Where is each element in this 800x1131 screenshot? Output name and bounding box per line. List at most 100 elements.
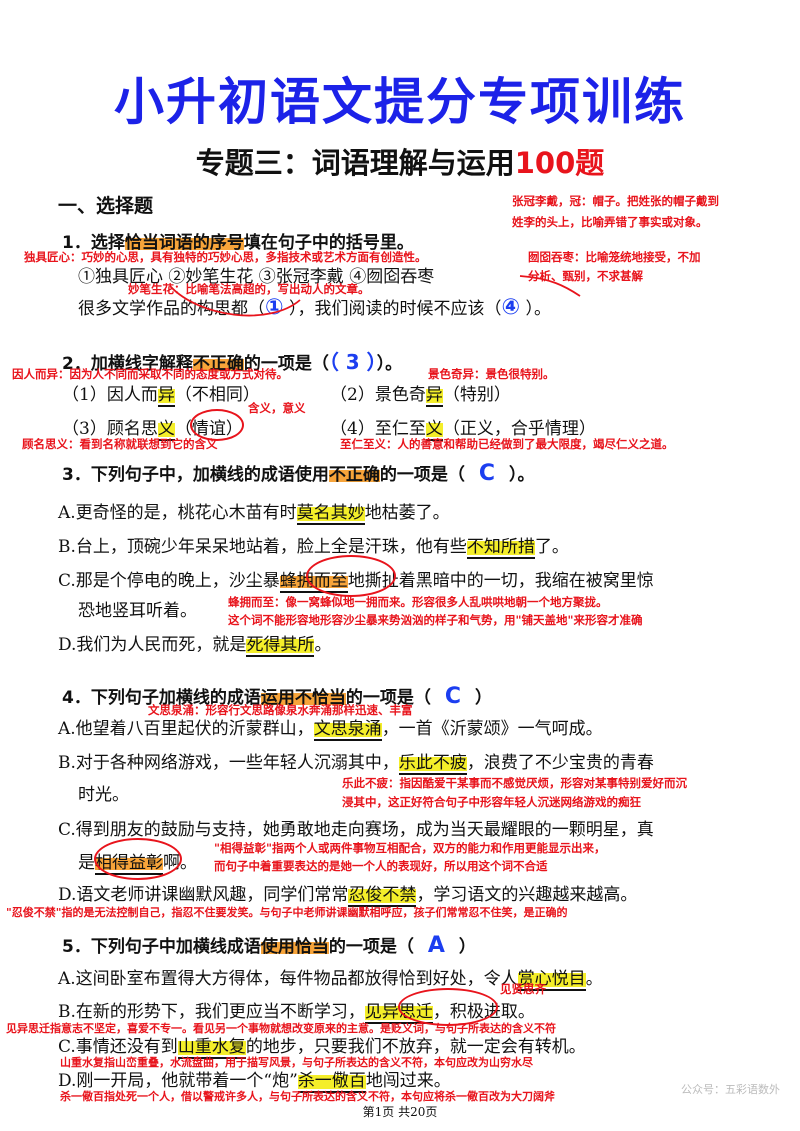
q5-post: 的一项是（ [328,937,414,957]
q3-pre: 3．下列句子中，加横线的成语使用 [62,465,329,485]
q4-highlight: 运用不恰当 [260,688,346,708]
note-zgld-2: 姓李的头上，比喻弄错了事实或对象。 [512,215,708,229]
q1-sentence-pre: 很多文学作品的构思都（ [78,299,265,319]
q2-circle-mark [190,409,244,441]
q4-stem: 4．下列句子加横线的成语运用不恰当的一项是（C） [62,683,492,709]
subtitle-num: 100题 [514,146,605,180]
q4-d-idiom: 忍俊不禁 [348,885,417,907]
q5-a-idiom: 赏心悦目 [517,969,586,991]
q3-b-pre: B.台上，顶碗少年呆呆地站着，脸上全是汗珠，他有些 [58,537,467,557]
note-jysq: 见异思迁指意志不坚定，喜爱不专一。看见另一个事物就想改变原来的主意。是贬义词，与… [6,1022,556,1035]
q1-highlight: 恰当词语的序号 [124,233,244,253]
q5-a-post: 。 [585,969,603,989]
section-heading: 一、选择题 [58,195,154,217]
q2-end: ）。 [376,354,403,374]
q2-answer: （ 3 ） [328,350,377,374]
q4-d-pre: D.语文老师讲课幽默风趣，同学们常常 [58,885,349,905]
note-zgld: 张冠李戴，冠：帽子。把姓张的帽子戴到 [512,194,719,208]
q3-option-a: A.更奇怪的是，桃花心木苗有时莫名其妙地枯萎了。 [58,498,450,525]
q4-option-b: B.对于各种网络游戏，一些年轻人沉溺其中，乐此不疲，浪费了不少宝贵的青春 [58,748,654,775]
q2-opt1-pre: （1）因人而 [62,385,158,405]
q5-c-idiom: 山重水复 [177,1037,246,1059]
q4-end: ） [474,688,492,708]
q3-a-pre: A.更奇怪的是，桃花心木苗有时 [58,503,297,523]
note-yrey: 因人而异：因为人不同而采取不同的态度或方式对待。 [12,367,288,381]
page-footer: 第1页 共20页 [362,1105,438,1119]
note-jsqy: 景色奇异：景色很特别。 [428,367,555,381]
note-hanyi: 含义，意义 [248,401,306,415]
q3-d-idiom: 死得其所 [246,635,315,657]
note-hltz: 囫囵吞枣：比喻笼统地接受，不加 [528,250,701,264]
q2-opt1-char: 异 [157,385,175,407]
q4-a-post: ，一首《沂蒙颂》一气呵成。 [381,719,603,739]
page-subtitle: 专题三：词语理解与运用100题 [0,140,800,182]
q3-option-c-line2: 恐地竖耳听着。 [78,601,197,621]
q2-opt4-char: 义 [425,419,443,441]
note-djjx: 独具匠心：巧妙的心思，具有独特的巧妙心思，多指技术或艺术方面有创造性。 [24,250,427,264]
q5-c-post: 的地步，只要我们不放弃，就一定会有转机。 [245,1037,586,1057]
q5-stem: 5．下列句子中加横线成语使用恰当的一项是（ A ） [62,932,476,958]
note-fyez: 蜂拥而至：像一窝蜂似地一拥而来。形容很多人乱哄哄地朝一个地方聚拢。 [228,595,608,609]
q1-sentence: 很多文学作品的构思都（①），我们阅读的时候不应该（④）。 [78,294,551,320]
q2-stem: 2．加横线字解释不正确的一项是（（ 3 ））。 [62,346,402,375]
q2-opt2-char: 异 [425,385,443,407]
q3-stem: 3．下列句子中，加横线的成语使用不正确的一项是（C）。 [62,460,534,486]
q3-c-post: 地撕扯着黑暗中的一切，我缩在被窝里惊 [347,571,654,591]
q5-d-pre: D.刚一开局，他就带着一个“炮” [58,1071,298,1091]
q4-pre: 4．下列句子加横线的成语 [62,688,261,708]
subtitle-main: 专题三：词语理解与运用 [195,146,515,180]
q3-c-pre: C.那是个停电的晚上，沙尘暴 [58,571,280,591]
q2-opt2-pre: （2）景色奇 [330,385,426,405]
q5-option-c: C.事情还没有到山重水复的地步，只要我们不放弃，就一定会有转机。 [58,1032,586,1059]
note-lcbp: 乐此不疲：指因酷爱干某事而不感觉厌烦，形容对某事特别爱好而沉 [342,776,687,790]
q1-arrows [169,275,581,317]
note-xdyz-2: 而句子中着重要表达的是她一个人的表现好，所以用这个词不合适 [214,859,548,873]
q4-b-post: ，浪费了不少宝贵的青春 [466,753,654,773]
q1-stem: 1．选择恰当词语的序号填在句子中的括号里。 [62,228,414,253]
q3-d-pre: D.我们为人民而死，就是 [58,635,247,655]
q5-a-pre: A.这间卧室布置得大方得体，每件物品都放得恰到好处，令人 [58,969,518,989]
q4-b-pre: B.对于各种网络游戏，一些年轻人沉溺其中， [58,753,399,773]
q2-opt1-post: （不相同） [174,385,260,405]
q1-post: 填在句子中的括号里。 [243,233,414,253]
note-zrzy: 至仁至义：人的善意和帮助已经做到了最大限度，竭尽仁义之道。 [340,437,674,451]
note-mbsh: 妙笔生花：比喻笔法高超的，写出动人的文章。 [128,282,370,296]
q3-a-post: 地枯萎了。 [364,503,450,523]
q5-b-pre: B.在新的形势下，我们更应当不断学习， [58,1002,365,1022]
q4-d-post: ，学习语文的兴趣越来越高。 [416,885,638,905]
note-syjb: 杀一儆百指处死一个人，借以警戒许多人，与句子所表达的含义不符，本句应将杀一儆百改… [60,1090,555,1103]
q5-d-idiom: 杀一儆百 [297,1071,366,1093]
q2-opt1: （1）因人而异（不相同） [62,380,260,407]
note-wsqy: 文思泉涌：形容行文思路像泉水奔涌那样迅速、丰富 [148,703,413,717]
q4-a-idiom: 文思泉涌 [313,719,382,741]
q5-c-pre: C.事情还没有到 [58,1037,178,1057]
q3-a-idiom: 莫名其妙 [296,503,365,525]
q3-b-idiom: 不知所措 [466,537,535,559]
q5-option-d: D.刚一开局，他就带着一个“炮”杀一儆百地闯过来。 [58,1066,451,1093]
q4-option-d: D.语文老师讲课幽默风趣，同学们常常忍俊不禁，学习语文的兴趣越来越高。 [58,880,638,907]
q2-post: 的一项是（ [243,354,329,374]
q5-highlight: 使用恰当 [260,937,329,957]
note-rjbj: "忍俊不禁"指的是无法控制自己，指忍不住要发笑。与句子中老师讲课幽默相呼应，孩子… [6,906,568,919]
q3-answer: C [478,461,495,486]
q3-post: 的一项是（ [379,465,465,485]
q4-circle-mark [94,838,182,880]
q3-highlight: 不正确 [328,465,380,485]
q3-option-d: D.我们为人民而死，就是死得其所。 [58,630,331,657]
q4-b-idiom: 乐此不疲 [398,753,467,775]
q2-opt4-post: （正义，合乎情理） [442,419,596,439]
q2-opt3-pre: （3）顾名思 [62,419,158,439]
q2-opt3-char: 义 [157,419,175,441]
q4-a-pre: A.他望着八百里起伏的沂蒙群山， [58,719,314,739]
q5-circle-mark [398,988,498,1026]
q2-opt4: （4）至仁至义（正义，合乎情理） [330,414,596,441]
q5-pre: 5．下列句子中加横线成语 [62,937,261,957]
q1-sentence-end: ）。 [525,299,552,319]
q2-opt2-post: （特别） [442,385,511,405]
q1-sentence-mid: ），我们阅读的时候不应该（ [289,299,502,319]
q4-option-b-line2: 时光。 [78,785,129,805]
q1-options: ①独具匠心 ②妙笔生花 ③张冠李戴 ④囫囵吞枣 [78,267,435,287]
q3-option-b: B.台上，顶碗少年呆呆地站着，脸上全是汗珠，他有些不知所措了。 [58,532,569,559]
q5-end: ） [458,937,476,957]
q5-answer: A [427,933,445,958]
